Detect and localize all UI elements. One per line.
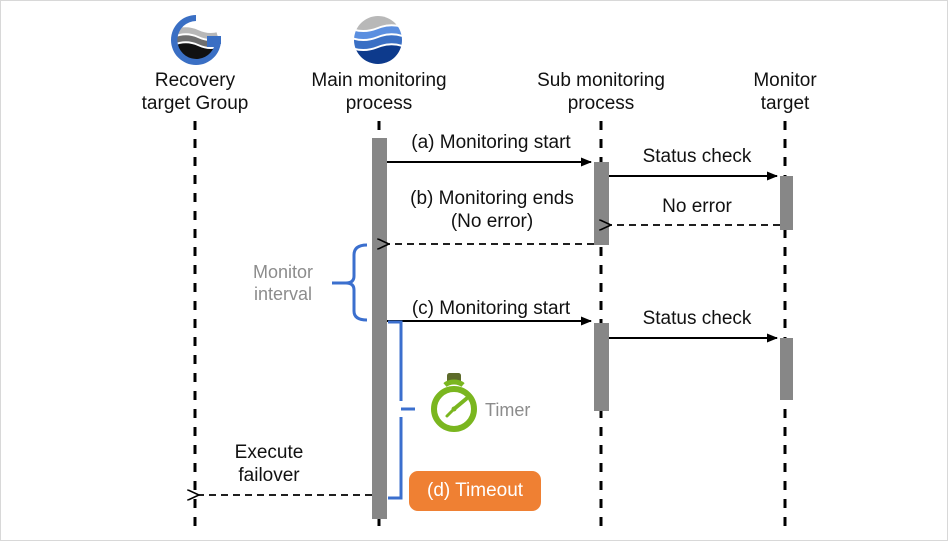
- msg-label-execute-failover: Execute failover: [234, 442, 304, 486]
- globe-g-logo-icon: [165, 9, 227, 76]
- msg-label-b-monitoring-ends: (b) Monitoring ends (No error): [410, 188, 574, 232]
- brace-monitor-interval: [345, 243, 368, 322]
- annotation-timer-label: Timer: [485, 400, 531, 420]
- msg-label-status-check-2: Status check: [642, 308, 752, 329]
- bracket-timer-top: [388, 320, 403, 401]
- msg-label-status-check-1: Status check: [642, 146, 752, 167]
- activation-bar-sub-monitoring-1: [594, 162, 609, 245]
- participant-label-main-monitoring-process: Main monitoring process: [311, 70, 447, 114]
- globe-waves-logo-icon: [347, 9, 409, 76]
- msg-label-no-error: No error: [662, 196, 732, 217]
- status-badge-timeout: (d) Timeout: [409, 471, 542, 511]
- participant-label-recovery-target-group: Recovery target Group: [141, 70, 249, 114]
- activation-bar-monitor-target-1: [780, 176, 793, 230]
- activation-bar-main-monitoring-process: [372, 138, 387, 519]
- activation-bar-monitor-target-2: [780, 338, 793, 400]
- msg-label-c-monitoring-start: (c) Monitoring start: [411, 298, 571, 319]
- bracket-timer-bottom: [388, 417, 403, 500]
- participant-label-sub-monitoring-process: Sub monitoring process: [537, 70, 665, 114]
- activation-bar-sub-monitoring-2: [594, 323, 609, 411]
- msg-label-a-monitoring-start: (a) Monitoring start: [411, 132, 571, 153]
- annotation-monitor-interval: Monitor interval: [252, 262, 314, 304]
- participant-label-monitor-target: Monitor target: [753, 70, 817, 114]
- stopwatch-icon: [425, 371, 483, 438]
